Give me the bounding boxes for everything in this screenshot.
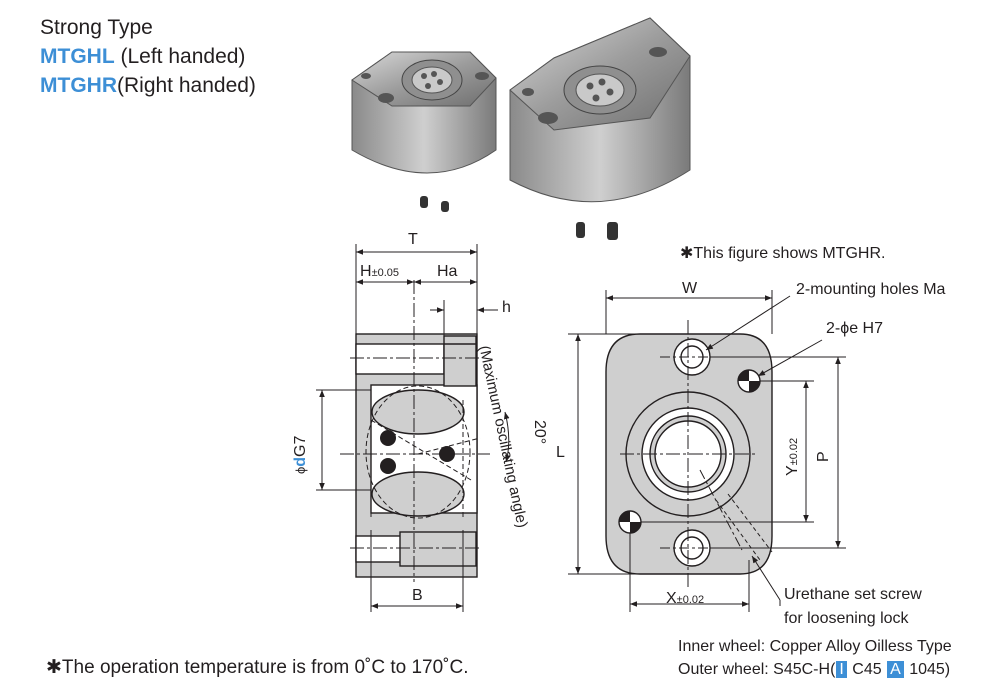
outer-wheel-material: Outer wheel: S45C-H(I C45 A 1045) — [678, 661, 951, 678]
dim-P-label: P — [815, 451, 832, 462]
dim-X-label: X±0.02 — [666, 590, 705, 607]
product-photo-left — [351, 51, 497, 212]
dim-L-label: L — [556, 444, 565, 461]
oil-hole-2 — [380, 458, 396, 474]
right-model: MTGHR — [40, 74, 117, 97]
dowel-holes-label: 2-ϕe H7 — [826, 320, 883, 337]
oil-hole-1 — [380, 430, 396, 446]
dim-h-label: h — [502, 299, 511, 316]
dowel-hole-lower — [618, 510, 642, 534]
temperature-footnote: ✱The operation temperature is from 0˚C t… — [46, 657, 469, 678]
dim-d-label: ϕdG7 — [292, 435, 309, 474]
left-model-line: MTGHL (Left handed) — [40, 43, 245, 71]
product-photo-right — [509, 17, 691, 240]
left-suffix: (Left handed) — [114, 45, 246, 68]
right-model-line: MTGHR(Right handed) — [40, 72, 256, 100]
angle-label: 20° — [531, 420, 548, 445]
type-label: Strong Type — [40, 16, 153, 39]
inner-wheel-material: Inner wheel: Copper Alloy Oilless Type — [678, 638, 952, 655]
dowel-hole-upper — [737, 369, 761, 393]
top-dimensions — [568, 290, 846, 612]
mounting-holes-label: 2-mounting holes Ma — [796, 281, 946, 298]
front-dimensions — [316, 244, 511, 612]
tag-I: I — [836, 661, 847, 678]
dim-Y-label: Y±0.02 — [784, 437, 801, 476]
dim-T-label: T — [408, 231, 418, 248]
tag-A: A — [887, 661, 904, 678]
set-screw-label-1: Urethane set screw — [784, 586, 922, 603]
figure-note: ✱This figure shows MTGHR. — [680, 245, 886, 262]
oil-hole-3 — [439, 446, 455, 462]
right-suffix: (Right handed) — [117, 74, 256, 97]
dim-Ha-label: Ha — [437, 263, 458, 280]
dim-H-label: H±0.05 — [360, 263, 400, 280]
dim-B-label: B — [412, 587, 423, 604]
front-section-view — [340, 280, 490, 582]
dim-W-label: W — [682, 280, 698, 297]
set-screw-label-2: for loosening lock — [784, 610, 909, 627]
left-model: MTGHL — [40, 45, 115, 68]
